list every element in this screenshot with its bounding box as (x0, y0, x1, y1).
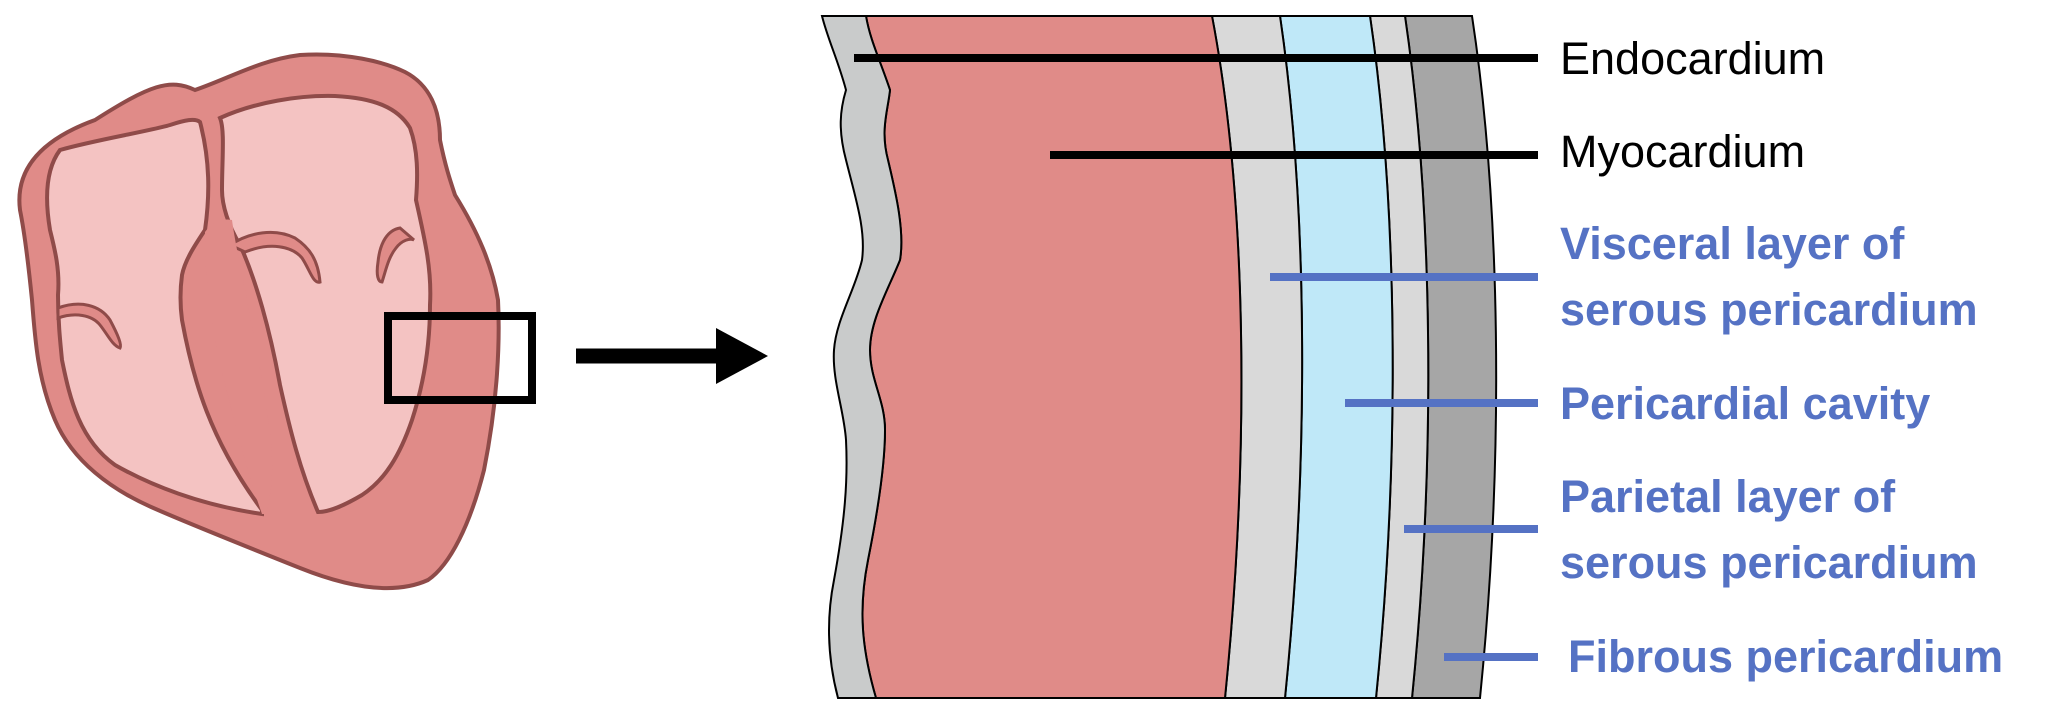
label-myocardium: Myocardium (1560, 126, 1806, 177)
left-papillary-muscle (226, 230, 322, 284)
interventricular-septum (205, 219, 273, 514)
heart-cross-section (17, 52, 536, 590)
myocardium-layer (861, 15, 1243, 699)
label-fibrous-pericardium: Fibrous pericardium (1568, 631, 2004, 682)
zoom-box (384, 312, 536, 404)
label-endocardium: Endocardium (1560, 33, 1826, 84)
label-parietal-line2: serous pericardium (1560, 537, 1978, 588)
label-parietal-line1: Parietal layer of (1560, 471, 1896, 522)
lateral-papillary-muscle (375, 226, 415, 284)
label-pericardial-cavity: Pericardial cavity (1560, 378, 1931, 429)
label-visceral-line1: Visceral layer of (1560, 218, 1905, 269)
label-visceral-line2: serous pericardium (1560, 284, 1978, 335)
magnify-arrow (576, 328, 768, 384)
endocardium-layer (820, 15, 903, 699)
right-papillary-muscle (56, 302, 122, 350)
wall-section (820, 15, 1538, 699)
right-ventricle (45, 117, 264, 517)
